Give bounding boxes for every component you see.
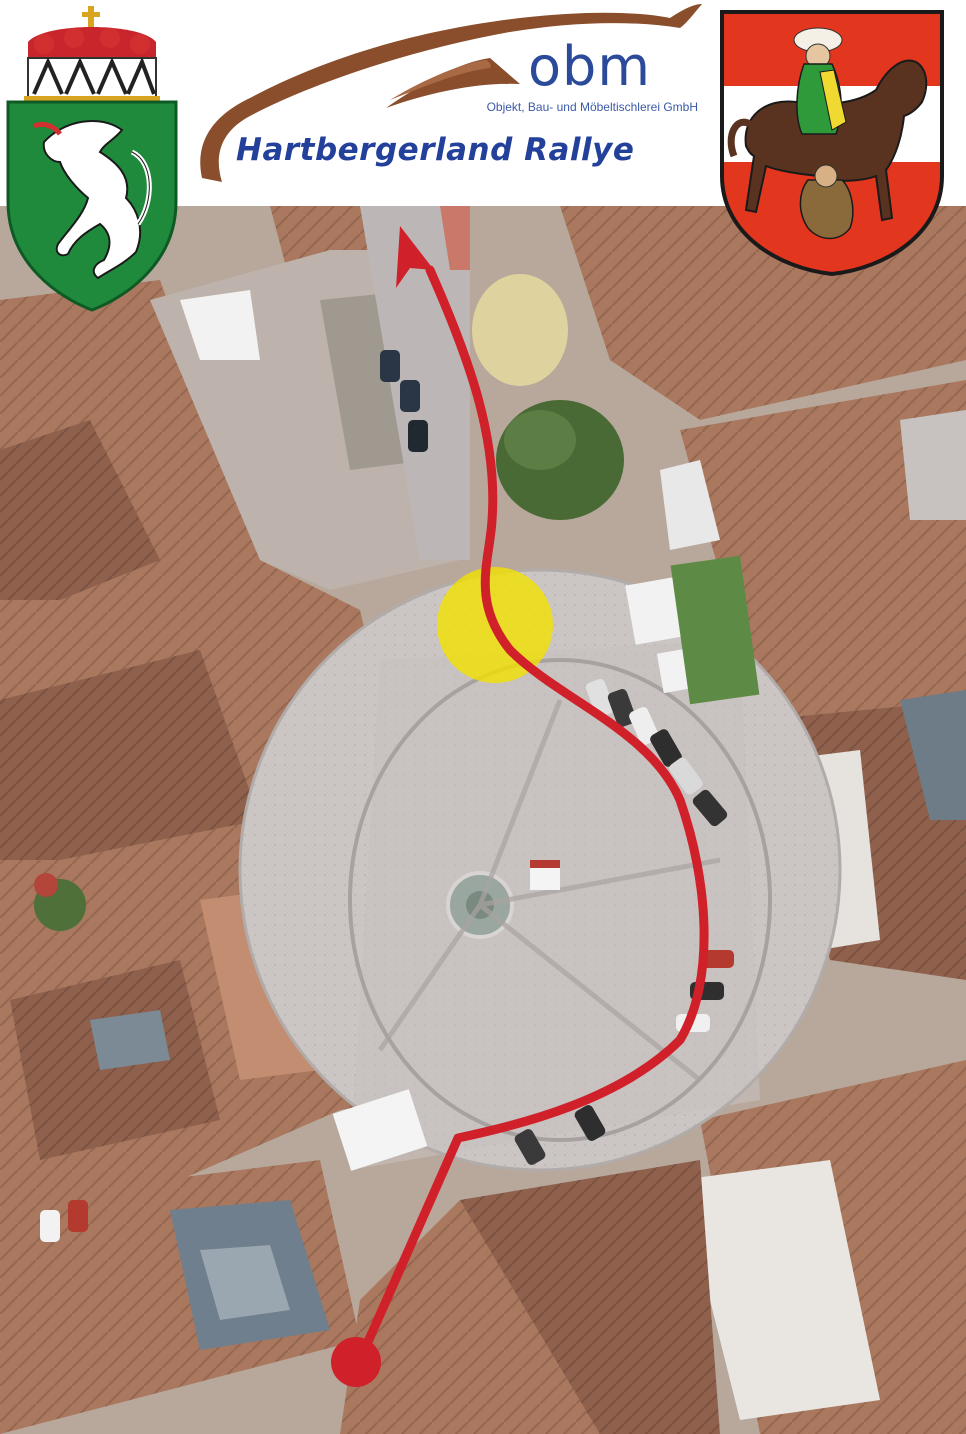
car-swoosh-logo <box>200 4 703 182</box>
aerial-town-square-map <box>0 206 966 1434</box>
buildings-east <box>560 206 966 1434</box>
rally-route-line <box>355 265 709 1365</box>
parked-cars <box>40 350 734 1242</box>
map-canvas <box>0 206 966 1434</box>
styria-panther-crest-icon <box>6 6 178 312</box>
event-title: Hartbergerland Rallye <box>236 132 635 168</box>
market-stalls <box>332 555 760 1171</box>
saint-martin-rider-crest-icon <box>720 10 944 277</box>
route-end-arrowhead <box>396 226 434 288</box>
sponsor-tagline: Objekt, Bau- und Möbeltischlerei GmbH <box>486 100 698 114</box>
buildings-south <box>340 1160 720 1434</box>
sponsor-name: obm <box>528 35 651 98</box>
route-start-dot <box>331 1337 381 1387</box>
